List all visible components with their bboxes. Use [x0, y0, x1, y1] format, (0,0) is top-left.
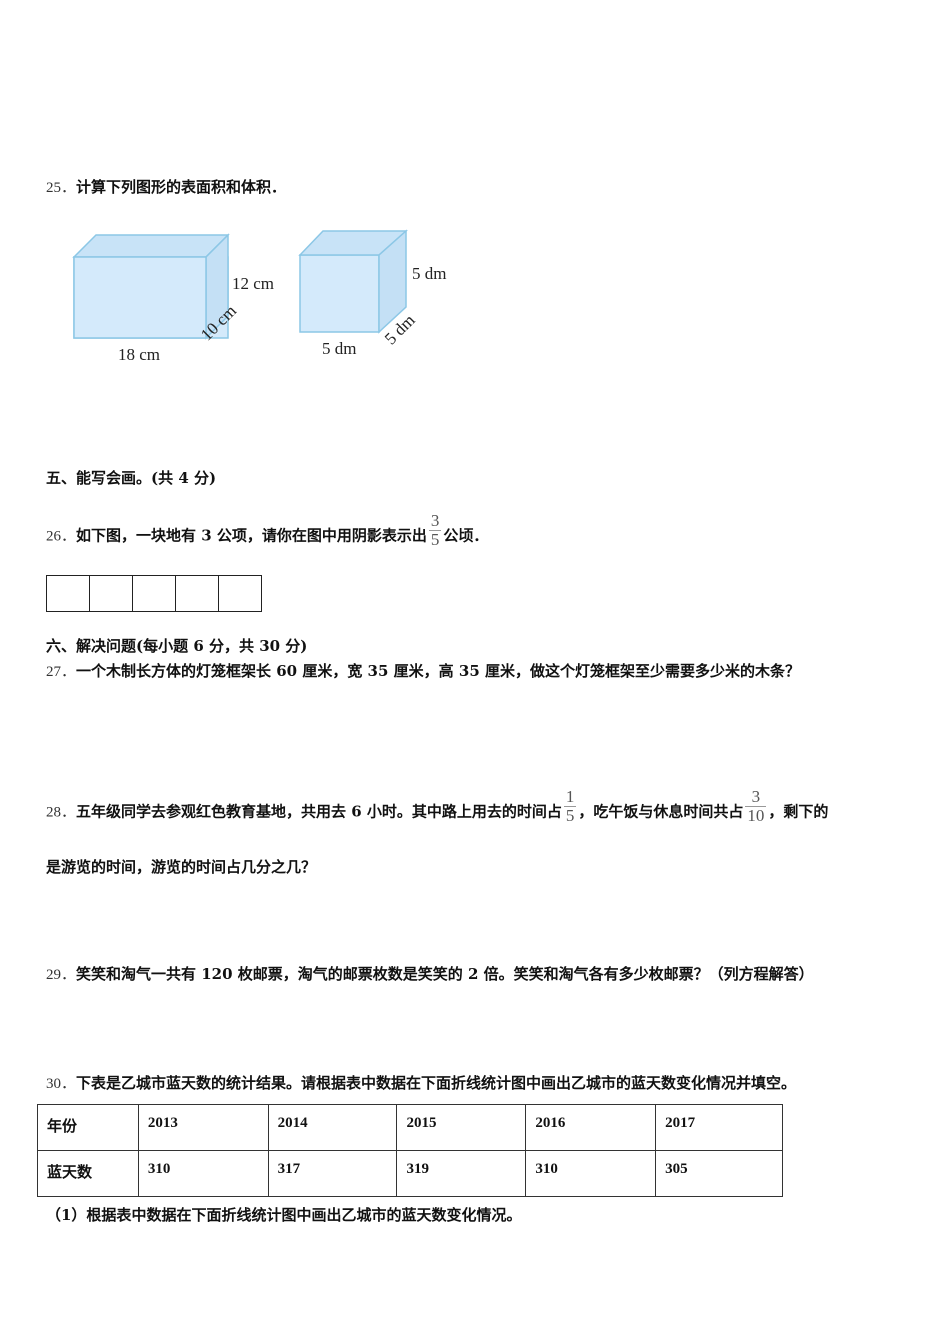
row-header-bluesky: 蓝天数: [37, 1150, 139, 1197]
cube-height-label: 5 dm: [412, 264, 447, 283]
cube: [298, 229, 408, 334]
question-text-after: 公顷．: [443, 526, 489, 545]
question-30: 30．下表是乙城市蓝天数的统计结果。请根据表中数据在下面折线统计图中画出乙城市的…: [46, 1073, 796, 1094]
shading-grid[interactable]: [46, 575, 262, 612]
question-text-part1: 五年级同学去参观红色教育基地，共用去 6 小时。其中路上用去的时间占: [76, 802, 562, 821]
question-text: 下表是乙城市蓝天数的统计结果。请根据表中数据在下面折线统计图中画出乙城市的蓝天数…: [76, 1074, 797, 1092]
row-header-year: 年份: [37, 1104, 139, 1151]
question-number: 30．: [46, 1076, 77, 1092]
grid-cell-1[interactable]: [47, 576, 90, 611]
cuboid: [72, 233, 230, 340]
question-text: 一个木制长方体的灯笼框架长 60 厘米，宽 35 厘米，高 35 厘米，做这个灯…: [76, 662, 800, 680]
question-text-part3: ，剩下的: [768, 802, 829, 821]
question-25: 25．计算下列图形的表面积和体积．: [46, 177, 286, 198]
value-cell: 317: [267, 1150, 398, 1197]
question-number: 26．: [46, 528, 77, 545]
question-text-part2: ，吃午饭与休息时间共占: [578, 802, 744, 821]
grid-cell-3[interactable]: [133, 576, 176, 611]
section-6-title: 六、解决问题(每小题 6 分，共 30 分): [46, 637, 308, 655]
table-row-years: 年份 2013 2014 2015 2016 2017: [37, 1104, 783, 1151]
grid-cell-5[interactable]: [219, 576, 261, 611]
question-27: 27．一个木制长方体的灯笼框架长 60 厘米，宽 35 厘米，高 35 厘米，做…: [46, 661, 800, 682]
question-number: 27．: [46, 664, 77, 680]
question-number: 28．: [46, 804, 77, 821]
question-28-line2: 是游览的时间，游览的时间占几分之几？: [46, 858, 317, 876]
year-cell: 2017: [655, 1104, 783, 1151]
question-number: 29．: [46, 967, 77, 983]
value-cell: 305: [655, 1150, 783, 1197]
year-cell: 2013: [137, 1104, 269, 1151]
grid-cell-2[interactable]: [90, 576, 133, 611]
blue-sky-table: 年份 2013 2014 2015 2016 2017 蓝天数 310 317 …: [37, 1104, 783, 1197]
year-cell: 2015: [396, 1104, 527, 1151]
year-cell: 2014: [267, 1104, 398, 1151]
section-5-title: 五、能写会画。(共 4 分): [46, 469, 217, 487]
cuboid-figure: [72, 229, 408, 340]
grid-cell-4[interactable]: [176, 576, 219, 611]
cuboid-length-label: 18 cm: [118, 345, 161, 364]
question-number: 25．: [46, 180, 77, 196]
value-cell: 319: [396, 1150, 527, 1197]
question-text: 笑笑和淘气一共有 120 枚邮票，淘气的邮票枚数是笑笑的 2 倍。笑笑和淘气各有…: [76, 965, 814, 983]
cube-length-label: 5 dm: [322, 339, 357, 358]
question-29: 29．笑笑和淘气一共有 120 枚邮票，淘气的邮票枚数是笑笑的 2 倍。笑笑和淘…: [46, 964, 814, 985]
value-cell: 310: [525, 1150, 657, 1197]
year-cell: 2016: [525, 1104, 657, 1151]
cuboid-height-label: 12 cm: [232, 274, 275, 293]
value-cell: 310: [137, 1150, 269, 1197]
table-row-values: 蓝天数 310 317 319 310 305: [37, 1150, 783, 1197]
question-30-sub1: （1）根据表中数据在下面折线统计图中画出乙城市的蓝天数变化情况。: [46, 1206, 522, 1224]
question-text: 计算下列图形的表面积和体积．: [76, 178, 287, 196]
question-text-before: 如下图，一块地有 3 公项，请你在图中用阴影表示出: [76, 526, 427, 545]
